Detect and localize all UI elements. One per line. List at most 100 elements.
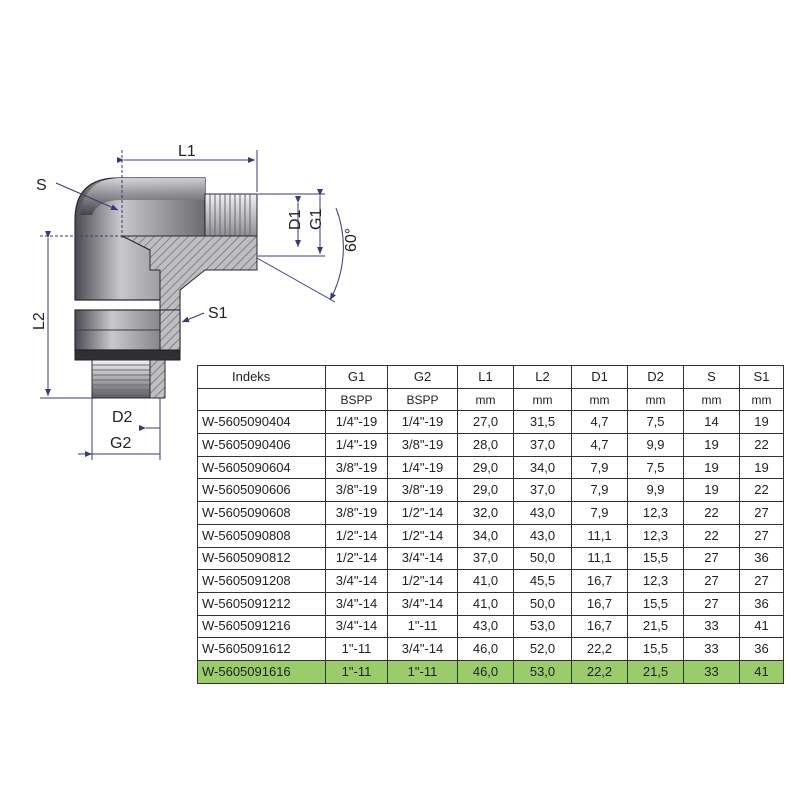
- value-cell: 32,0: [457, 501, 514, 525]
- value-cell: 43,0: [457, 614, 514, 639]
- value-cell: 3/4"-14: [325, 569, 388, 593]
- dimension-lines: [40, 150, 344, 460]
- hex-nut-s1: [74, 309, 181, 361]
- index-cell: W-5605090606: [197, 478, 326, 503]
- value-cell: D1: [571, 365, 628, 389]
- value-cell: 1/2"-14: [387, 569, 458, 593]
- value-cell: 19: [683, 455, 740, 480]
- value-cell: 22: [739, 433, 784, 457]
- value-cell: 3/4"-14: [387, 546, 458, 571]
- value-cell: 34,0: [513, 455, 572, 480]
- value-cell: 3/8"-19: [325, 478, 388, 503]
- value-cell: 7,5: [627, 410, 684, 435]
- value-cell: 36: [739, 546, 784, 571]
- value-cell: 3/8"-19: [387, 433, 458, 457]
- label-l1: L1: [178, 143, 196, 160]
- value-cell: 53,0: [513, 614, 572, 639]
- value-cell: 27,0: [457, 410, 514, 435]
- value-cell: BSPP: [325, 387, 388, 412]
- value-cell: 7,5: [627, 455, 684, 480]
- index-cell: W-5605091212: [197, 591, 326, 616]
- value-cell: 27: [683, 546, 740, 571]
- value-cell: 3/4"-14: [325, 614, 388, 639]
- value-cell: 15,5: [627, 637, 684, 661]
- value-cell: 22,2: [571, 659, 628, 684]
- value-cell: 41: [739, 659, 784, 684]
- value-cell: 1"-11: [387, 659, 458, 684]
- index-cell: W-5605090608: [197, 501, 326, 525]
- index-cell: Indeks: [197, 365, 326, 389]
- dimension-labels: L1 S L2 D1 G1 60° S1 D2 G2: [31, 143, 360, 452]
- value-cell: 45,5: [513, 569, 572, 593]
- index-cell: W-5605090406: [197, 433, 326, 457]
- value-cell: 11,1: [571, 546, 628, 571]
- index-cell: W-5605091616: [197, 659, 326, 684]
- value-cell: 29,0: [457, 455, 514, 480]
- value-cell: 4,7: [571, 433, 628, 457]
- value-cell: 4,7: [571, 410, 628, 435]
- value-cell: 3/4"-14: [387, 591, 458, 616]
- value-cell: mm: [627, 387, 684, 412]
- value-cell: 43,0: [513, 523, 572, 548]
- value-cell: 3/8"-19: [325, 501, 388, 525]
- value-cell: L1: [457, 365, 514, 389]
- value-cell: 21,5: [627, 659, 684, 684]
- index-cell: W-5605091612: [197, 637, 326, 661]
- value-cell: G1: [325, 365, 388, 389]
- value-cell: 31,5: [513, 410, 572, 435]
- value-cell: 37,0: [513, 433, 572, 457]
- value-cell: 1"-11: [387, 614, 458, 639]
- label-angle: 60°: [343, 228, 360, 252]
- elbow-top-face: [80, 178, 205, 215]
- value-cell: 14: [683, 410, 740, 435]
- label-s1: S1: [208, 305, 228, 322]
- label-s: S: [36, 177, 47, 194]
- value-cell: 34,0: [457, 523, 514, 548]
- index-cell: W-5605090604: [197, 455, 326, 480]
- index-cell: W-5605091216: [197, 614, 326, 639]
- label-d2: D2: [112, 409, 133, 426]
- value-cell: 36: [739, 637, 784, 661]
- value-cell: 37,0: [457, 546, 514, 571]
- value-cell: 1/2"-14: [387, 523, 458, 548]
- value-cell: S1: [739, 365, 784, 389]
- value-cell: 15,5: [627, 591, 684, 616]
- value-cell: 27: [683, 569, 740, 593]
- value-cell: 1/2"-14: [387, 501, 458, 525]
- value-cell: 22: [683, 501, 740, 525]
- s-leader: [55, 182, 119, 211]
- value-cell: 43,0: [513, 501, 572, 525]
- value-cell: 21,5: [627, 614, 684, 639]
- value-cell: 16,7: [571, 614, 628, 639]
- value-cell: 50,0: [513, 546, 572, 571]
- value-cell: D2: [627, 365, 684, 389]
- value-cell: 15,5: [627, 546, 684, 571]
- value-cell: L2: [513, 365, 572, 389]
- value-cell: 29,0: [457, 478, 514, 503]
- value-cell: 7,9: [571, 501, 628, 525]
- value-cell: 1/2"-14: [325, 523, 388, 548]
- value-cell: 16,7: [571, 591, 628, 616]
- value-cell: G2: [387, 365, 458, 389]
- value-cell: 33: [683, 659, 740, 684]
- value-cell: 22: [683, 523, 740, 548]
- value-cell: 9,9: [627, 433, 684, 457]
- value-cell: mm: [683, 387, 740, 412]
- value-cell: 46,0: [457, 659, 514, 684]
- value-cell: 1"-11: [325, 659, 388, 684]
- value-cell: 33: [683, 637, 740, 661]
- value-cell: mm: [513, 387, 572, 412]
- value-cell: 1/4"-19: [325, 433, 388, 457]
- value-cell: 22: [739, 478, 784, 503]
- angle-dimension: [329, 207, 344, 301]
- value-cell: mm: [571, 387, 628, 412]
